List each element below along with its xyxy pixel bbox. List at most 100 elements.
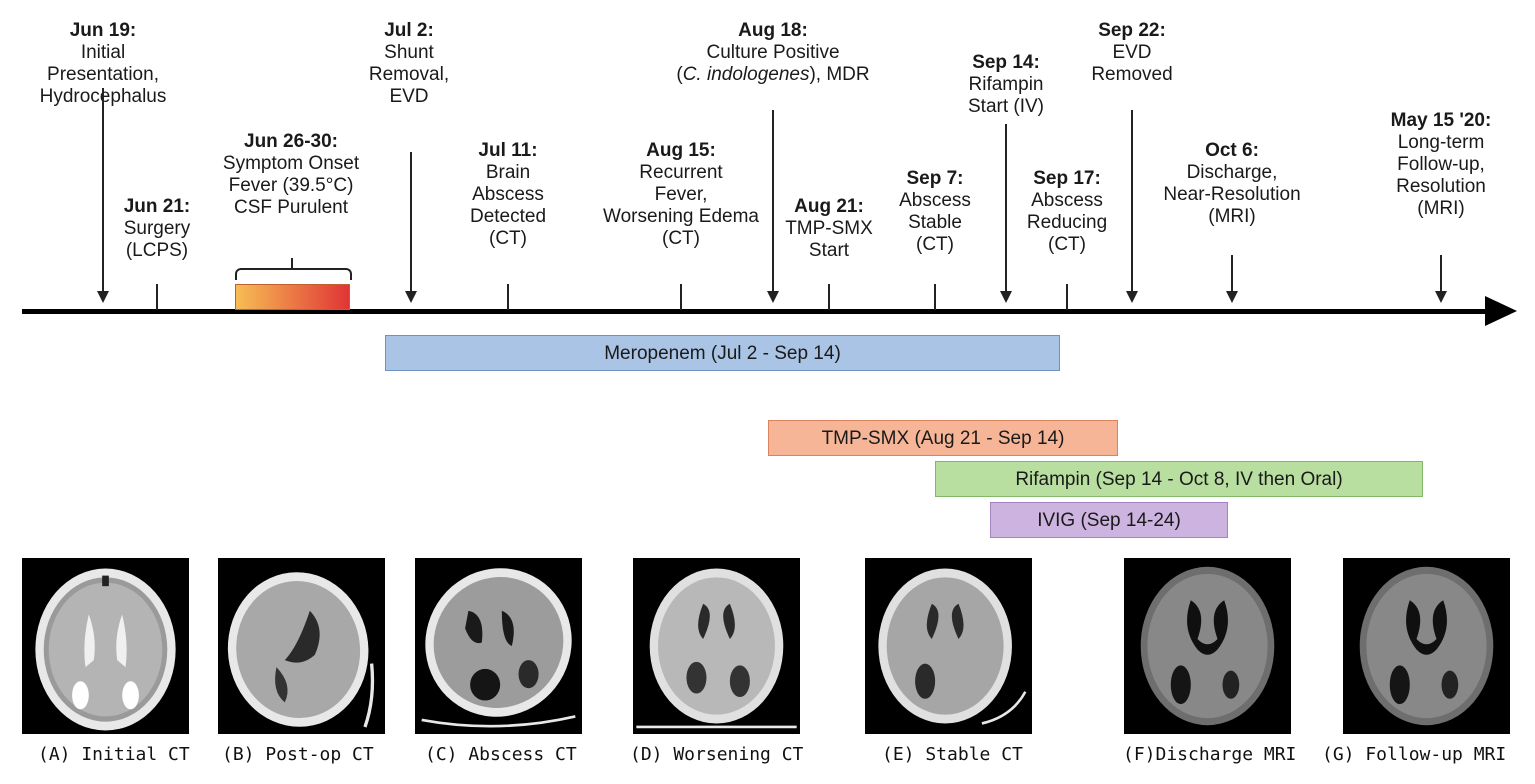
treatment-bar-tmp-smx: TMP-SMX (Aug 21 - Sep 14): [768, 420, 1118, 456]
scan-image-b: [218, 558, 385, 734]
event-tick: [156, 284, 158, 310]
event-line: Start (IV): [967, 96, 1045, 117]
event-line: Detected: [469, 206, 547, 227]
event-arrow-tip: [767, 291, 779, 303]
event-arrow: [1231, 255, 1233, 291]
timeline-axis: [22, 309, 1492, 314]
event-line: Rifampin: [968, 74, 1044, 95]
event-line: Long-term: [1397, 132, 1485, 153]
event-date: Oct 6:: [1205, 140, 1259, 161]
event-line: Removal,: [368, 64, 450, 85]
scan-caption-e: (E) Stable CT: [882, 744, 1023, 765]
event-arrow-tip: [1435, 291, 1447, 303]
event-oct6: Oct 6: Discharge, Near-Resolution (MRI): [1163, 140, 1300, 228]
event-sep14: Sep 14: Rifampin Start (IV): [968, 52, 1044, 118]
event-line: Fever,: [654, 184, 708, 205]
event-line: Initial: [80, 42, 126, 63]
event-arrow-tip: [405, 291, 417, 303]
event-arrow: [1005, 124, 1007, 291]
event-line: (CT): [916, 234, 954, 255]
event-line: EVD: [1112, 42, 1152, 63]
event-line-organism: (C. indologenes), MDR: [676, 64, 870, 85]
event-line: Stable: [908, 212, 962, 233]
event-tick: [1066, 284, 1068, 310]
event-line: (LCPS): [125, 240, 189, 261]
event-date: Sep 17:: [1033, 168, 1101, 189]
event-line: Abscess: [899, 190, 971, 211]
event-sep7: Sep 7: Abscess Stable (CT): [899, 168, 971, 256]
treatment-bar-ivig: IVIG (Sep 14-24): [990, 502, 1228, 538]
event-may15: May 15 '20: Long-term Follow-up, Resolut…: [1391, 110, 1492, 220]
scan-caption-d: (D) Worsening CT: [630, 744, 804, 765]
scan-caption-a: (A) Initial CT: [38, 744, 190, 765]
event-date: Jul 11:: [478, 140, 538, 161]
event-line: (CT): [489, 228, 527, 249]
event-arrow-tip: [97, 291, 109, 303]
event-date: Sep 14:: [972, 52, 1040, 73]
event-line: Shunt: [384, 42, 434, 63]
organism-name: C. indologenes: [682, 64, 810, 85]
event-line: Reducing: [1026, 212, 1108, 233]
scan-image-e: [865, 558, 1032, 734]
event-line: Recurrent: [639, 162, 723, 183]
event-arrow-tip: [1226, 291, 1238, 303]
event-line: (MRI): [1417, 198, 1465, 219]
event-date: Jun 21:: [123, 196, 191, 217]
event-tick: [507, 284, 509, 310]
event-date: May 15 '20:: [1390, 110, 1492, 131]
scan-image-a: [22, 558, 189, 734]
event-line: Brain: [485, 162, 531, 183]
event-line: Resolution: [1396, 176, 1486, 197]
scan-caption-c: (C) Abscess CT: [425, 744, 577, 765]
scan-image-g: [1343, 558, 1510, 734]
event-date: Aug 21:: [794, 196, 864, 217]
event-line: Start: [808, 240, 850, 261]
event-arrow: [102, 88, 104, 291]
event-sep17: Sep 17: Abscess Reducing (CT): [1027, 168, 1107, 256]
scan-caption-b: (B) Post-op CT: [222, 744, 374, 765]
event-arrow: [1440, 255, 1442, 291]
event-line: Follow-up,: [1397, 154, 1485, 175]
event-date: Aug 15:: [646, 140, 716, 161]
scan-caption-f: (F)Discharge MRI: [1123, 744, 1297, 765]
event-date: Aug 18:: [738, 20, 808, 41]
event-tick: [934, 284, 936, 310]
event-sep22: Sep 22: EVD Removed: [1091, 20, 1172, 86]
event-date: Jun 19:: [69, 20, 137, 41]
event-line: Fever (39.5°C): [228, 175, 354, 196]
event-jun21: Jun 21: Surgery (LCPS): [124, 196, 191, 262]
scan-image-f: [1124, 558, 1291, 734]
event-date: Jul 2:: [384, 20, 434, 41]
organism-suffix: , MDR: [815, 64, 870, 85]
scan-caption-g: (G) Follow-up MRI: [1322, 744, 1507, 765]
event-line: Culture Positive: [706, 42, 840, 63]
event-date: Sep 22:: [1098, 20, 1166, 41]
event-date: Jun 26-30:: [244, 131, 338, 152]
onset-bracket: [235, 268, 352, 280]
event-line: (CT): [1048, 234, 1086, 255]
event-jul11: Jul 11: Brain Abscess Detected (CT): [470, 140, 546, 250]
event-arrow: [1131, 110, 1133, 291]
event-jun26-30: Jun 26-30: Symptom Onset Fever (39.5°C) …: [223, 131, 359, 219]
scan-image-d: [633, 558, 800, 734]
event-date: Sep 7:: [906, 168, 964, 189]
event-arrow: [772, 110, 774, 291]
event-line: (CT): [662, 228, 700, 249]
event-line: (MRI): [1208, 206, 1256, 227]
event-aug21: Aug 21: TMP-SMX Start: [785, 196, 873, 262]
event-line: CSF Purulent: [233, 197, 349, 218]
event-line: Symptom Onset: [222, 153, 360, 174]
scan-image-c: [415, 558, 582, 734]
symptom-onset-bar: [235, 284, 350, 310]
onset-bracket-tab: [291, 258, 293, 269]
event-line: Worsening Edema: [603, 206, 759, 227]
event-arrow-tip: [1000, 291, 1012, 303]
event-aug15: Aug 15: Recurrent Fever, Worsening Edema…: [603, 140, 759, 250]
event-line: Abscess: [1031, 190, 1103, 211]
event-line: Surgery: [123, 218, 191, 239]
event-aug18: Aug 18: Culture Positive (C. indologenes…: [676, 20, 869, 86]
event-line: Presentation,: [47, 64, 159, 85]
timeline-arrowhead: [1485, 296, 1517, 326]
event-arrow: [410, 152, 412, 291]
treatment-bar-rifampin: Rifampin (Sep 14 - Oct 8, IV then Oral): [935, 461, 1423, 497]
